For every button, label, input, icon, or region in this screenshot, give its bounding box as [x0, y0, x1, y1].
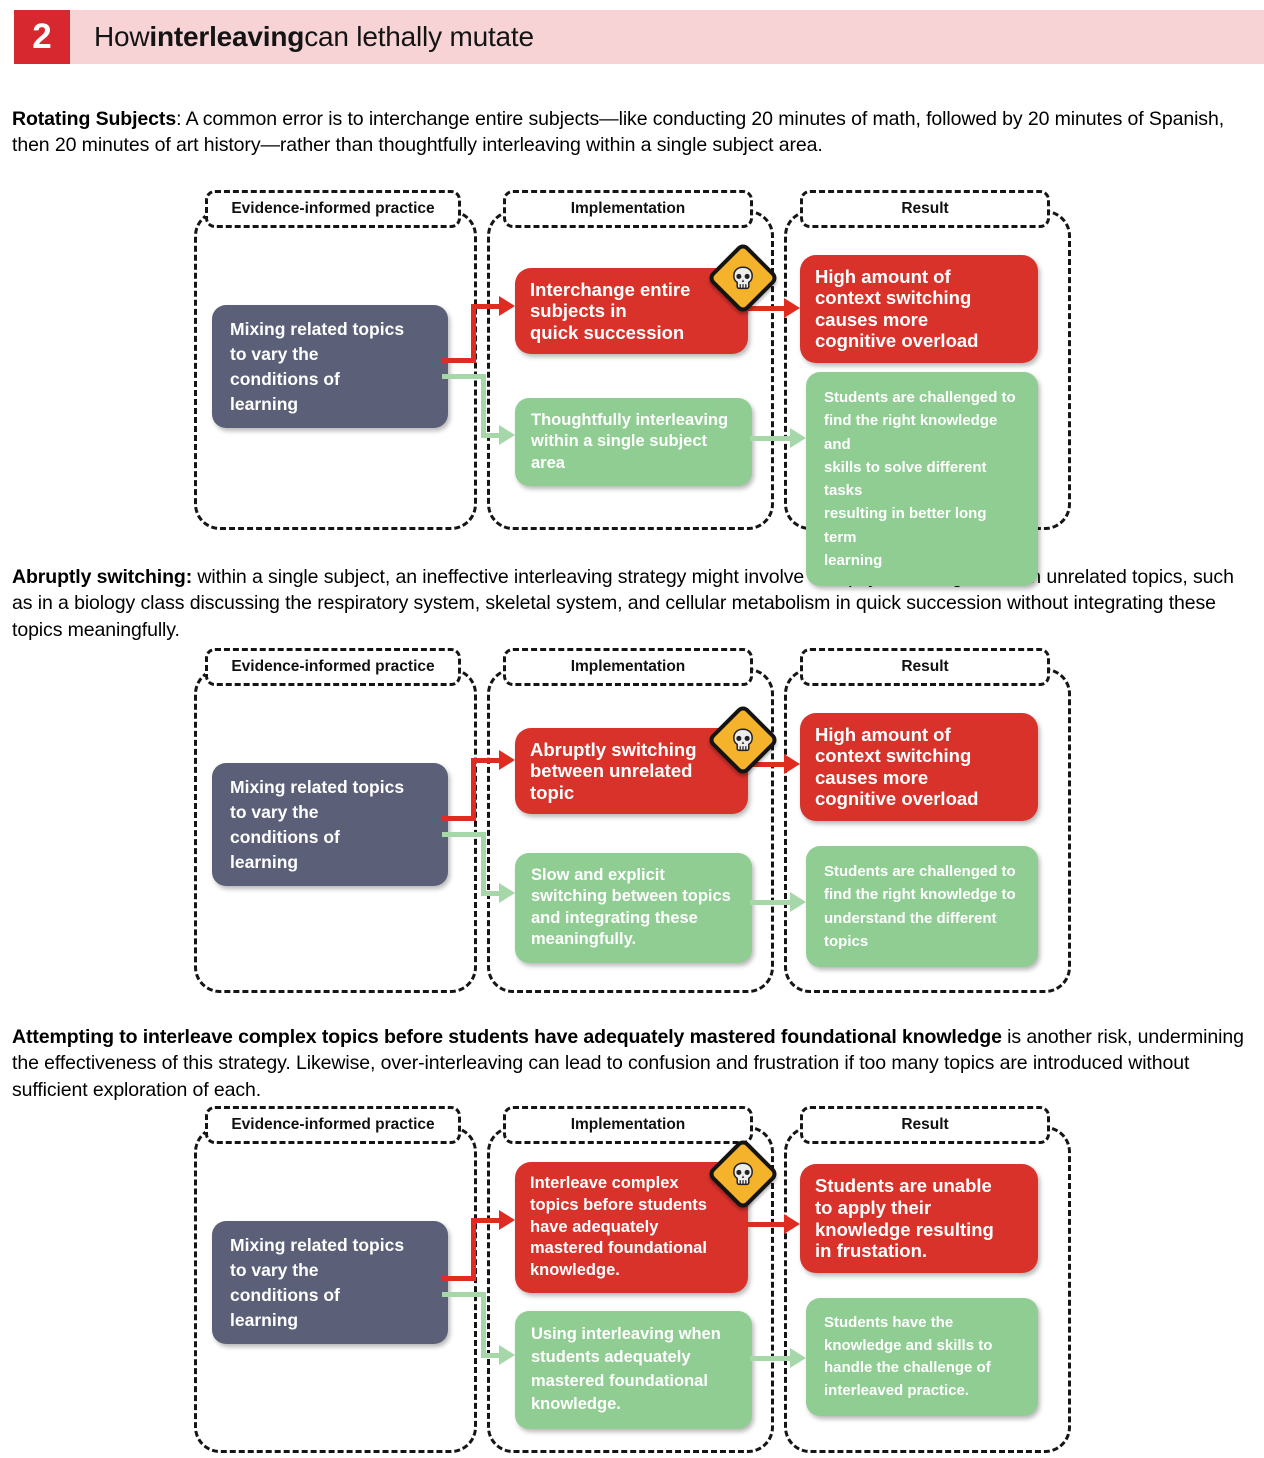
green-arrow-segment — [750, 436, 790, 441]
bad-implementation-box: Interchange entire subjects in quick suc… — [515, 268, 748, 355]
red-arrow-segment — [442, 358, 476, 363]
flow-diagram-rotating-subjects: Evidence-informed practice Implementatio… — [190, 190, 1071, 586]
good-result-box: Students are challenged to find the righ… — [806, 372, 1038, 586]
green-arrow-segment — [750, 1356, 790, 1361]
green-arrow-segment — [442, 374, 486, 379]
paragraph-lead: Attempting to interleave complex topics … — [12, 1025, 1002, 1048]
red-arrow-segment — [471, 304, 499, 309]
column-label-implementation: Implementation — [503, 648, 753, 686]
red-arrowhead — [499, 296, 515, 316]
red-arrow-segment — [471, 758, 499, 763]
red-arrow-segment — [442, 816, 476, 821]
good-implementation-box: Thoughtfully interleaving within a singl… — [515, 398, 752, 487]
column-label-implementation: Implementation — [503, 1106, 753, 1144]
paragraph-body: is another risk, undermining the effecti… — [12, 1025, 1244, 1101]
skull-warning-icon — [706, 241, 780, 315]
good-implementation-box: Slow and explicit switching between topi… — [515, 853, 752, 963]
flow-diagram-complex-topics: Evidence-informed practice Implementatio… — [190, 1106, 1071, 1458]
skull-glyph — [733, 266, 753, 290]
paragraph-rotating-subjects: Rotating Subjects: A common error is to … — [12, 106, 1254, 159]
paragraph-lead: Abruptly switching: — [12, 565, 193, 588]
green-arrow-segment — [750, 900, 790, 905]
red-arrow-segment — [471, 304, 476, 363]
good-implementation-box: Using interleaving when students adequat… — [515, 1311, 752, 1429]
green-arrow-segment — [481, 433, 499, 438]
skull-glyph — [733, 728, 753, 752]
skull-warning-icon — [706, 1137, 780, 1211]
section-title-banner: How interleaving can lethally mutate — [70, 10, 1264, 64]
bad-result-box: High amount of context switching causes … — [800, 255, 1038, 363]
skull-warning-icon — [706, 703, 780, 777]
red-arrow-segment — [746, 762, 784, 767]
column-label-result: Result — [800, 648, 1050, 686]
bad-implementation-box: Abruptly switching between unrelated top… — [515, 728, 748, 815]
green-arrow-segment — [481, 1353, 499, 1358]
skull-glyph — [733, 1162, 753, 1186]
red-arrow-segment — [442, 1276, 476, 1281]
paragraph-body: : A common error is to interchange entir… — [12, 107, 1225, 157]
green-arrow-segment — [481, 832, 486, 896]
green-arrowhead — [790, 1348, 806, 1368]
red-arrowhead — [499, 1210, 515, 1230]
red-arrow-segment — [746, 1222, 784, 1227]
paragraph-body: within a single subject, an ineffective … — [12, 565, 1234, 641]
column-label-result: Result — [800, 190, 1050, 228]
title-suffix: can lethally mutate — [304, 21, 534, 52]
section-number-badge: 2 — [14, 10, 70, 64]
column-label-evidence: Evidence-informed practice — [205, 1106, 461, 1144]
title-prefix: How — [94, 21, 150, 52]
green-arrow-segment — [481, 374, 486, 438]
red-arrowhead — [784, 754, 800, 774]
column-label-result: Result — [800, 1106, 1050, 1144]
green-arrow-segment — [442, 832, 486, 837]
red-arrow-segment — [471, 758, 476, 821]
bad-result-box: Students are unable to apply their knowl… — [800, 1164, 1038, 1274]
green-arrowhead — [499, 1345, 515, 1365]
paragraph-lead: Rotating Subjects — [12, 107, 177, 130]
column-label-evidence: Evidence-informed practice — [205, 648, 461, 686]
practice-box: Mixing related topics to vary the condit… — [212, 1221, 448, 1345]
column-label-implementation: Implementation — [503, 190, 753, 228]
green-arrowhead — [499, 883, 515, 903]
flow-diagram-abruptly-switching: Evidence-informed practice Implementatio… — [190, 648, 1071, 998]
red-arrow-segment — [471, 1218, 476, 1281]
section-header: 2 How interleaving can lethally mutate — [14, 10, 1264, 64]
green-arrow-segment — [442, 1292, 486, 1297]
bad-result-box: High amount of context switching causes … — [800, 713, 1038, 821]
good-result-box: Students are challenged to find the righ… — [806, 846, 1038, 967]
red-arrow-segment — [746, 306, 784, 311]
green-arrow-segment — [481, 891, 499, 896]
paragraph-abruptly-switching: Abruptly switching: within a single subj… — [12, 564, 1254, 644]
red-arrowhead — [784, 298, 800, 318]
practice-box: Mixing related topics to vary the condit… — [212, 763, 448, 887]
green-arrow-segment — [481, 1292, 486, 1358]
green-arrowhead — [790, 892, 806, 912]
bad-implementation-box: Interleave complex topics before student… — [515, 1162, 748, 1293]
paragraph-complex-topics: Attempting to interleave complex topics … — [12, 1024, 1254, 1104]
green-arrowhead — [499, 425, 515, 445]
practice-box: Mixing related topics to vary the condit… — [212, 305, 448, 429]
column-label-evidence: Evidence-informed practice — [205, 190, 461, 228]
red-arrowhead — [499, 750, 515, 770]
good-result-box: Students have the knowledge and skills t… — [806, 1298, 1038, 1416]
title-keyword: interleaving — [149, 21, 305, 52]
red-arrowhead — [784, 1214, 800, 1234]
green-arrowhead — [790, 428, 806, 448]
red-arrow-segment — [471, 1218, 499, 1223]
